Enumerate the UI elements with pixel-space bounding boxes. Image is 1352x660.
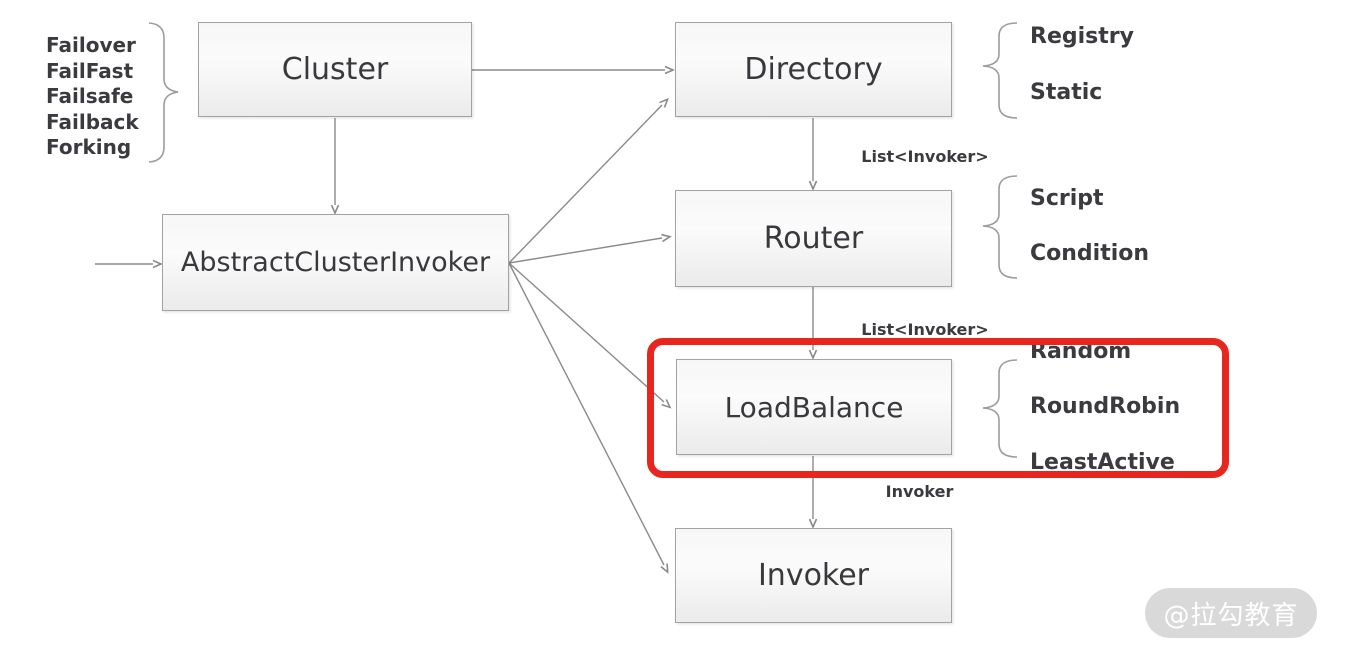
edge-label-invoker: Invoker — [885, 482, 954, 501]
node-loadbalance: LoadBalance — [676, 359, 952, 455]
node-loadbalance-label: LoadBalance — [724, 390, 904, 424]
node-directory-label: Directory — [744, 52, 883, 87]
node-abstract-label: AbstractClusterInvoker — [180, 247, 491, 278]
braces — [148, 22, 1018, 458]
edge-label-list-invoker-1: List<Invoker> — [861, 147, 989, 166]
arrow-abstract-to-directory — [508, 97, 669, 264]
directory-type-static: Static — [1030, 80, 1103, 105]
brace-directory-types — [982, 22, 1018, 119]
strategy-failsafe: Failsafe — [46, 84, 134, 109]
edge-label-list-invoker-2: List<Invoker> — [861, 320, 989, 339]
node-invoker: Invoker — [675, 528, 952, 623]
node-cluster-label: Cluster — [281, 52, 389, 87]
arrow-abstract-to-router — [508, 233, 672, 264]
strategy-failover: Failover — [46, 33, 136, 57]
cluster-strategy-list: Failover FailFast Failsafe Failback Fork… — [46, 33, 139, 161]
brace-router-types — [982, 175, 1018, 279]
strategy-failback: Failback — [46, 109, 139, 134]
strategy-failfast: FailFast — [46, 58, 134, 83]
node-router-label: Router — [763, 221, 864, 256]
brace-loadbalance-types — [982, 359, 1018, 458]
node-directory: Directory — [675, 22, 952, 117]
loadbalance-type-roundrobin: RoundRobin — [1030, 394, 1181, 419]
arrow-abstract-to-loadbalance — [508, 262, 672, 409]
node-router: Router — [675, 190, 952, 287]
brace-cluster-strategies — [148, 22, 179, 163]
node-cluster: Cluster — [198, 22, 472, 117]
node-invoker-label: Invoker — [757, 558, 870, 593]
loadbalance-type-random: Random — [1030, 339, 1132, 364]
directory-type-registry: Registry — [1030, 24, 1134, 49]
arrow-abstract-to-invoker — [508, 262, 669, 574]
watermark-badge: @拉勾教育 — [1145, 588, 1317, 638]
router-type-script: Script — [1030, 186, 1104, 211]
watermark-text: @拉勾教育 — [1163, 600, 1299, 631]
arrows — [95, 65, 818, 574]
node-abstract-cluster-invoker: AbstractClusterInvoker — [162, 214, 509, 311]
strategy-forking: Forking — [46, 135, 132, 160]
loadbalance-type-leastactive: LeastActive — [1030, 450, 1175, 475]
router-type-condition: Condition — [1030, 241, 1150, 266]
